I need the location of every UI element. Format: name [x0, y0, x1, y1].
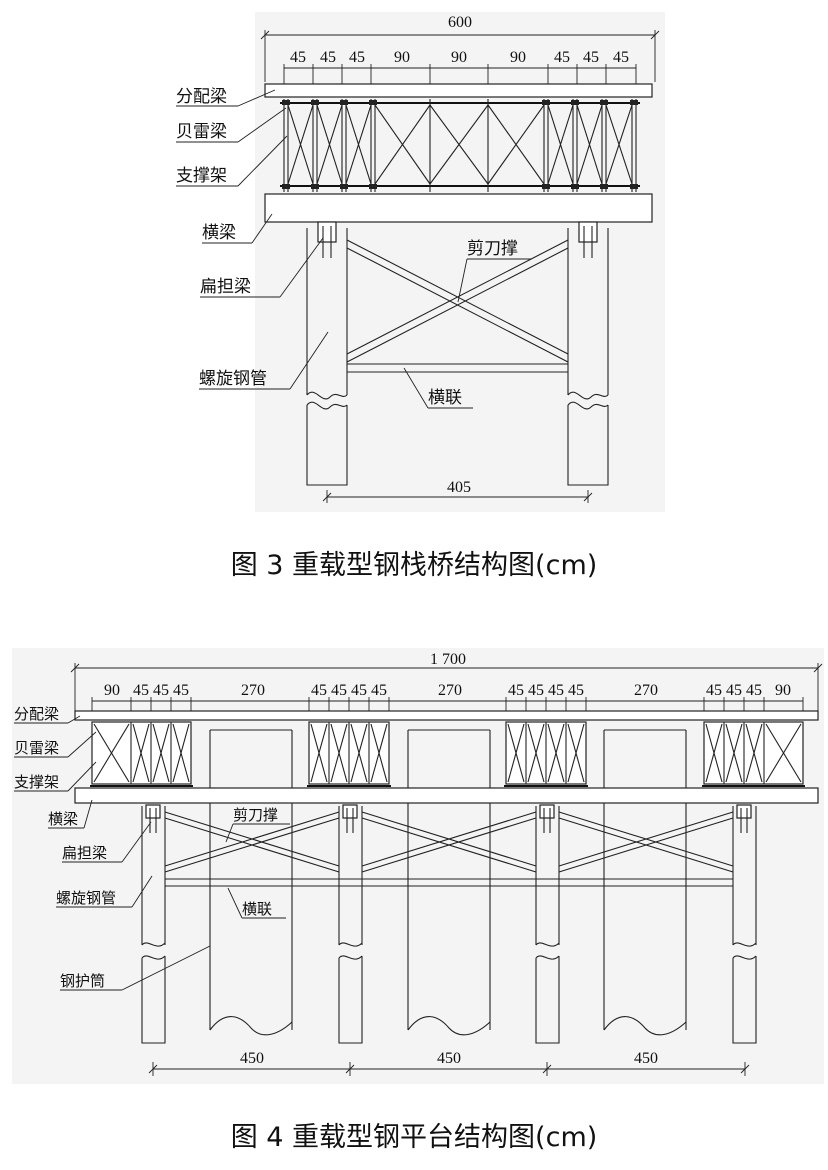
- fig4-panel-dim: 45: [528, 682, 544, 699]
- fig4-distribution-beam: [74, 710, 819, 721]
- fig3-panel-dim: 45: [290, 49, 306, 66]
- fig3-panel-dim: 90: [394, 49, 410, 66]
- fig3-panel-dim: 45: [320, 49, 336, 66]
- fig3-label-support-frame: 支撑架: [176, 166, 227, 186]
- fig3-bottom-dim-text: 405: [447, 479, 471, 496]
- figure-4: 1 700 90 45 45 45 270 45 45: [12, 648, 824, 1153]
- fig4-bailey-truss-2: [308, 721, 390, 785]
- fig4-bailey-truss-1: [91, 721, 192, 785]
- fig4-panel-dim: 45: [568, 682, 584, 699]
- fig4-panel-dim: 45: [548, 682, 564, 699]
- fig4-label-support-frame: 支撑架: [14, 773, 59, 791]
- fig3-label-distribution-beam: 分配梁: [176, 87, 227, 107]
- fig4-panel-dim: 45: [746, 682, 762, 699]
- fig4-transverse-links: [165, 878, 733, 887]
- fig3-distribution-beam: [264, 83, 653, 98]
- fig3-left-pile: [306, 221, 348, 486]
- fig4-label-cross-beam: 横梁: [48, 810, 78, 828]
- fig4-panel-dim: 45: [331, 682, 347, 699]
- fig4-panel-dim: 45: [351, 682, 367, 699]
- fig4-panel-dim: 270: [241, 682, 265, 699]
- fig4-scissor-braces: [164, 811, 734, 873]
- fig3-bottom-dimension: 405: [322, 479, 593, 503]
- fig3-overall-dim-text: 600: [448, 14, 472, 31]
- fig3-overall-dimension: 600: [260, 14, 660, 82]
- fig3-label-bailey-beam: 贝雷梁: [176, 122, 227, 142]
- fig3-labels: 分配梁 贝雷梁 支撑架 横梁 扁担梁 螺旋钢管 剪刀撑 横联: [176, 87, 532, 409]
- fig4-panel-dim: 45: [706, 682, 722, 699]
- fig3-panel-dim: 45: [613, 49, 629, 66]
- fig4-overall-dimension: 1 700: [70, 651, 823, 715]
- fig4-bottom-dim-text: 450: [437, 1050, 461, 1067]
- fig4-panel-dim: 270: [438, 682, 462, 699]
- fig4-pile-2: [338, 804, 363, 1044]
- fig4-bailey-truss-3: [505, 721, 587, 785]
- figure-4-background: [12, 648, 824, 1084]
- fig3-bailey-truss: [280, 99, 640, 192]
- fig3-panel-dim: 45: [349, 49, 365, 66]
- fig4-panel-dim: 90: [104, 682, 120, 699]
- fig3-label-scissor-brace: 剪刀撑: [467, 239, 518, 259]
- fig4-pile-3: [535, 804, 560, 1044]
- fig3-caption: 图 3 重载型钢栈桥结构图(cm): [231, 550, 598, 581]
- fig4-bottom-dim-text: 450: [240, 1050, 264, 1067]
- fig4-label-scissor-brace: 剪刀撑: [233, 806, 278, 824]
- fig3-label-transverse-link: 横联: [428, 388, 462, 408]
- fig3-panel-dim: 90: [510, 49, 526, 66]
- fig4-pile-4: [732, 804, 757, 1044]
- fig4-bottom-dim-text: 450: [634, 1050, 658, 1067]
- fig4-label-shoulder-beam: 扁担梁: [62, 844, 107, 862]
- fig4-panel-dim: 270: [634, 682, 658, 699]
- fig4-steel-casing-3: [603, 729, 687, 1036]
- fig3-label-cross-beam: 横梁: [202, 223, 236, 243]
- fig3-transverse-link: [347, 363, 568, 373]
- fig3-label-spiral-steel-pipe: 螺旋钢管: [199, 369, 267, 389]
- fig3-scissor-brace: [346, 239, 569, 363]
- fig4-caption: 图 4 重载型钢平台结构图(cm): [231, 1122, 598, 1153]
- fig4-panel-dim: 45: [371, 682, 387, 699]
- fig4-label-spiral-steel-pipe: 螺旋钢管: [56, 889, 116, 907]
- figure-3: 600 45 45 45 90 90 90 45: [176, 12, 665, 581]
- fig4-steel-casing-2: [407, 729, 491, 1036]
- fig4-label-bailey-beam: 贝雷梁: [14, 739, 59, 757]
- fig3-right-pile: [567, 221, 609, 486]
- fig3-panel-dim: 45: [583, 49, 599, 66]
- fig3-cross-beam: [264, 193, 653, 223]
- fig4-panel-dimensions: 90 45 45 45 270 45 45 45 45 270 45 45 45…: [91, 682, 804, 718]
- fig4-bailey-truss-4: [703, 721, 804, 785]
- fig4-panel-dim: 45: [311, 682, 327, 699]
- fig4-overall-dim-text: 1 700: [430, 651, 466, 668]
- fig4-pile-1: [141, 804, 166, 1044]
- fig4-cross-beam: [74, 787, 819, 804]
- fig4-steel-casing-1: [209, 729, 293, 1036]
- fig4-panel-dim: 45: [173, 682, 189, 699]
- fig4-panel-dim: 45: [508, 682, 524, 699]
- fig4-panel-dim: 45: [726, 682, 742, 699]
- fig4-panel-dim: 90: [775, 682, 791, 699]
- fig4-label-transverse-link: 横联: [242, 900, 272, 918]
- fig3-panel-dim: 90: [451, 49, 467, 66]
- fig4-label-distribution-beam: 分配梁: [14, 705, 59, 723]
- fig4-panel-dim: 45: [153, 682, 169, 699]
- fig4-labels: 分配梁 贝雷梁 支撑架 横梁 扁担梁 螺旋钢管 钢护筒 剪刀撑 横联: [14, 705, 290, 991]
- fig4-panel-dim: 45: [133, 682, 149, 699]
- fig4-bottom-dimensions: 450 450 450: [148, 1050, 750, 1076]
- fig3-label-shoulder-beam: 扁担梁: [200, 277, 251, 297]
- fig4-label-steel-casing: 钢护筒: [60, 972, 105, 990]
- fig3-panel-dim: 45: [554, 49, 570, 66]
